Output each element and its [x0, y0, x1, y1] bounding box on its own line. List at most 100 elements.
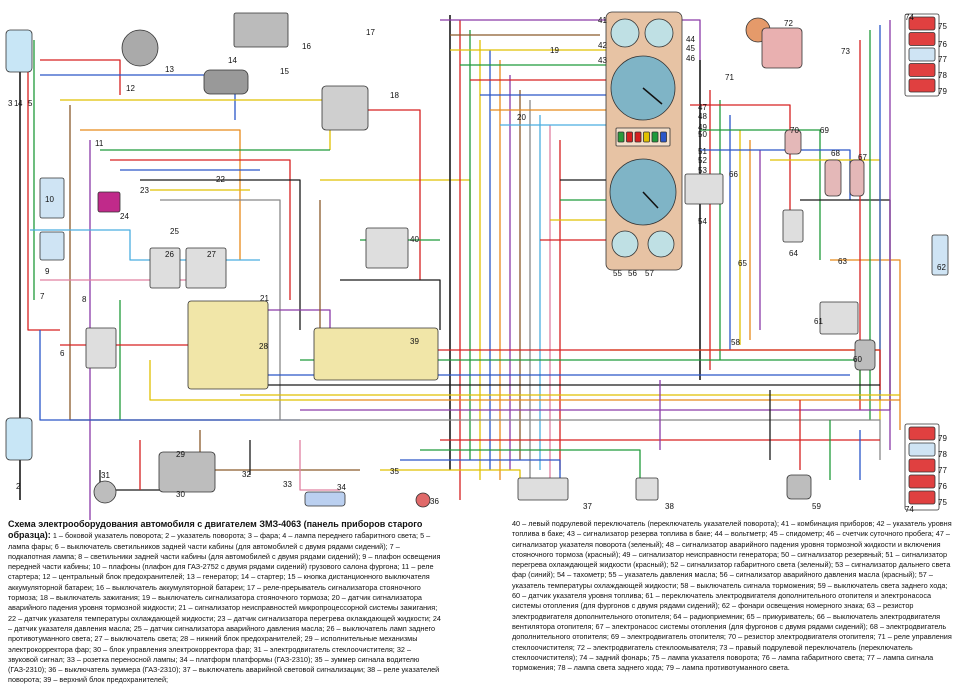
component-label-61: 61 — [814, 317, 823, 326]
rear-lamp-segment — [908, 63, 936, 77]
component-label-10: 10 — [45, 195, 54, 204]
component-label-64: 64 — [789, 249, 798, 258]
component-label-60: 60 — [853, 355, 862, 364]
component-label-3: 3 — [8, 99, 13, 108]
component-label-40: 40 — [410, 235, 419, 244]
component-label-25: 25 — [170, 227, 179, 236]
component-label-66: 66 — [729, 170, 738, 179]
component-label-62: 62 — [937, 263, 946, 272]
component-label-23: 23 — [140, 186, 149, 195]
component-label-74: 74 — [905, 13, 914, 22]
component-label-79: 79 — [938, 87, 947, 96]
wire-red — [690, 104, 791, 230]
component-label-28: 28 — [259, 342, 268, 351]
component-label-45: 45 — [686, 44, 695, 53]
component-label-74-lower: 74 — [905, 505, 914, 514]
rear-lamp-segment — [908, 32, 936, 46]
rear-lamp-segment — [908, 78, 936, 93]
license-plate-lamps — [931, 234, 949, 276]
component-label-63: 63 — [838, 257, 847, 266]
cargo-lamps — [39, 177, 65, 219]
component-label-52: 52 — [698, 156, 707, 165]
component-label-72: 72 — [784, 19, 793, 28]
component-label-70: 70 — [790, 126, 799, 135]
oil-pressure-sensor — [97, 191, 121, 213]
component-label-58: 58 — [731, 338, 740, 347]
rear-lamp-segment — [908, 47, 936, 62]
heater-motor — [784, 129, 802, 155]
starter — [203, 69, 249, 95]
light-switch — [185, 247, 227, 289]
hazard-switch — [517, 477, 569, 501]
component-label-21: 21 — [260, 294, 269, 303]
legend-right-text: 40 – левый подрулевой переключатель (пер… — [512, 519, 952, 673]
legend-title: Схема электрооборудования автомобиля с д… — [8, 519, 423, 541]
component-label-24: 24 — [120, 212, 129, 221]
component-label-38: 38 — [665, 502, 674, 511]
component-label-53: 53 — [698, 166, 707, 175]
component-label-71: 71 — [725, 73, 734, 82]
legend-left-text: 1 – боковой указатель поворота; 2 – указ… — [8, 531, 441, 685]
warning-lamp — [660, 131, 667, 143]
warning-lamp — [617, 131, 625, 143]
wire-red — [400, 349, 881, 390]
component-label-77-lower: 77 — [938, 466, 947, 475]
gauge-fuel-level — [610, 18, 640, 48]
radio — [782, 209, 804, 243]
warning-lamp — [643, 131, 650, 143]
rear-lamp-segment — [908, 16, 936, 31]
component-label-75: 75 — [938, 22, 947, 31]
component-label-32: 32 — [242, 470, 251, 479]
fuse-block-lower — [187, 300, 269, 390]
component-label-9: 9 — [45, 267, 50, 276]
component-label-1: 1 — [14, 99, 19, 108]
component-label-29: 29 — [176, 450, 185, 459]
wire-black — [340, 279, 441, 330]
heater-switch — [819, 301, 859, 335]
front-headlamp-lower — [5, 417, 33, 461]
component-label-7: 7 — [40, 292, 45, 301]
generator — [121, 29, 159, 67]
component-label-34: 34 — [337, 483, 346, 492]
component-label-59: 59 — [812, 502, 821, 511]
component-label-78-lower: 78 — [938, 450, 947, 459]
wire-red — [40, 59, 121, 95]
component-label-51: 51 — [698, 147, 707, 156]
gauge-coolant-temp — [647, 230, 675, 258]
component-label-6: 6 — [60, 349, 65, 358]
component-label-17: 17 — [366, 28, 375, 37]
component-label-12: 12 — [126, 84, 135, 93]
front-cabin-lamp — [39, 231, 65, 261]
wire-yellow — [149, 360, 330, 401]
rear-lamp-segment — [908, 442, 936, 457]
component-label-39: 39 — [410, 337, 419, 346]
components — [5, 11, 949, 511]
component-label-42: 42 — [598, 41, 607, 50]
component-label-46: 46 — [686, 54, 695, 63]
component-label-20: 20 — [517, 113, 526, 122]
component-label-43: 43 — [598, 56, 607, 65]
component-label-26: 26 — [165, 250, 174, 259]
wiper-motor — [158, 451, 216, 493]
component-label-65: 65 — [738, 259, 747, 268]
component-label-30: 30 — [176, 490, 185, 499]
rear-lamp-segment — [908, 474, 936, 489]
component-label-50: 50 — [698, 130, 707, 139]
component-label-76: 76 — [938, 40, 947, 49]
rear-lamp-segment — [908, 458, 936, 473]
component-label-41: 41 — [598, 16, 607, 25]
fog-light-switch — [149, 247, 181, 289]
warning-lamp — [626, 131, 633, 143]
fuel-level-sensor — [786, 474, 812, 500]
component-label-47: 47 — [698, 103, 707, 112]
wire-gray — [160, 199, 281, 420]
wire-green — [700, 129, 821, 260]
wiper-motor-drive — [93, 480, 117, 504]
turn-signal-switch — [365, 227, 409, 269]
component-label-79-lower: 79 — [938, 434, 947, 443]
cabin-light-switch — [85, 327, 117, 369]
component-label-68: 68 — [831, 149, 840, 158]
wire-black — [140, 179, 301, 330]
fuse-block-top — [233, 12, 289, 48]
component-label-44: 44 — [686, 35, 695, 44]
